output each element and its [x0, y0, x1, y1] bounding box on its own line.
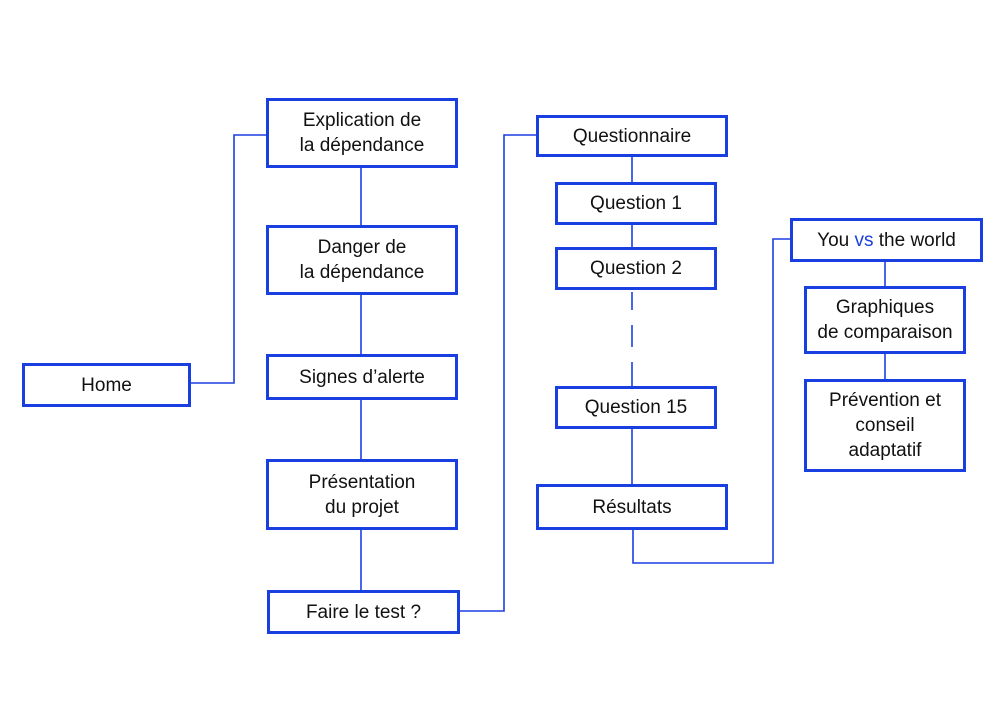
signes-alerte-label: Signes d’alerte — [299, 366, 425, 388]
node-label-line: conseil — [855, 415, 915, 436]
explication-dependance-label: Explication de la dépendance — [300, 108, 425, 158]
node-label-line: Danger de — [317, 237, 407, 258]
node-label-line: adaptatif — [848, 440, 922, 461]
you-vs-the-world-label: You vs the world — [817, 228, 956, 253]
you-vs-world-text-vs: vs — [854, 229, 874, 251]
question-15-label: Question 15 — [584, 397, 688, 418]
connector-faire-test-questionnaire — [459, 134, 538, 612]
home-node[interactable]: Home — [22, 363, 191, 407]
prevention-conseil-label: Prévention et conseil adaptatif — [829, 388, 941, 463]
node-label-line: la dépendance — [299, 262, 425, 283]
faire-le-test-node[interactable]: Faire le test ? — [267, 590, 460, 634]
question-15-node[interactable]: Question 15 — [555, 386, 717, 429]
node-label-line: de comparaison — [817, 322, 953, 343]
home-label: Home — [81, 374, 132, 396]
resultats-node[interactable]: Résultats — [536, 484, 728, 530]
connector-resultats-you-vs-world — [632, 238, 791, 564]
questionnaire-label: Questionnaire — [572, 125, 692, 147]
faire-le-test-label: Faire le test ? — [305, 601, 422, 623]
graphiques-comparaison-node[interactable]: Graphiques de comparaison — [804, 286, 966, 354]
danger-dependance-node[interactable]: Danger de la dépendance — [266, 225, 458, 295]
connector-home-explication — [190, 134, 267, 384]
question-1-node[interactable]: Question 1 — [555, 182, 717, 225]
node-label-line: Présentation — [308, 471, 416, 493]
signes-alerte-node[interactable]: Signes d’alerte — [266, 354, 458, 400]
presentation-projet-node[interactable]: Présentation du projet — [266, 459, 458, 530]
danger-dependance-label: Danger de la dépendance — [300, 235, 425, 285]
node-label-line: la dépendance — [299, 135, 425, 156]
you-vs-world-text-before: You — [817, 229, 855, 251]
graphiques-comparaison-label: Graphiques de comparaison — [817, 295, 952, 345]
prevention-conseil-node[interactable]: Prévention et conseil adaptatif — [804, 379, 966, 472]
node-label-line: Prévention et — [829, 390, 941, 411]
question-2-node[interactable]: Question 2 — [555, 247, 717, 290]
question-2-label: Question 2 — [590, 258, 682, 279]
node-label-line: du projet — [325, 496, 399, 518]
node-label-line: Explication de — [302, 110, 422, 131]
resultats-label: Résultats — [592, 496, 672, 518]
node-label-line: Graphiques — [835, 297, 935, 318]
presentation-projet-label: Présentation du projet — [309, 470, 416, 520]
questionnaire-node[interactable]: Questionnaire — [536, 115, 728, 157]
question-1-label: Question 1 — [590, 193, 682, 214]
you-vs-the-world-node[interactable]: You vs the world — [790, 218, 983, 262]
explication-dependance-node[interactable]: Explication de la dépendance — [266, 98, 458, 168]
you-vs-world-text-after: the world — [873, 229, 956, 251]
